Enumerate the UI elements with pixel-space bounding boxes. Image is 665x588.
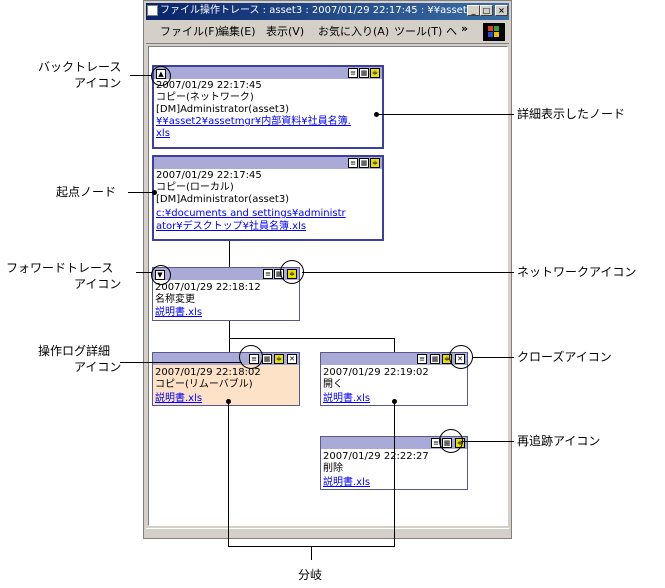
title-bar[interactable] bbox=[146, 3, 509, 20]
close-icon-label: クローズアイコン bbox=[517, 350, 612, 364]
menu-tools[interactable]: ツール(T) bbox=[394, 25, 443, 38]
network-icon[interactable]: ▦ bbox=[430, 354, 440, 364]
node-file-link[interactable]: 説明書.xls bbox=[155, 307, 203, 318]
origin-node-label: 起点ノード bbox=[56, 185, 117, 199]
document-icon[interactable]: ≡ bbox=[263, 269, 273, 279]
document-icon[interactable]: ≡ bbox=[348, 68, 358, 78]
node-file-link-cont[interactable]: ator¥デスクトップ¥社員名簿.xls bbox=[156, 221, 307, 232]
network-icon[interactable]: ▦ bbox=[359, 68, 369, 78]
origin-node[interactable]: ≡ ▦ ≑ 2007/01/29 22:17:45 コピー(ローカル) [DM]… bbox=[152, 155, 384, 241]
retrace-icon[interactable]: ≑ bbox=[274, 354, 284, 364]
node-time: 2007/01/29 22:18:12 bbox=[155, 282, 261, 293]
retrace-icon[interactable]: ≑ bbox=[370, 68, 380, 78]
close-highlight bbox=[449, 345, 473, 369]
windows-logo-icon bbox=[483, 23, 505, 41]
window-title: ファイル操作トレース : asset3 : 2007/01/29 22:17:4… bbox=[160, 5, 501, 16]
node-header: ≡ ▦ ≑ ✕ bbox=[321, 353, 467, 365]
backtrace-label-line1: バックトレース bbox=[38, 60, 122, 74]
branch-label: 分岐 bbox=[298, 568, 323, 582]
node-user: [DM]Administrator(asset3) bbox=[156, 194, 290, 205]
node-header: ≡ ▦ ≑ ✕ bbox=[153, 353, 299, 365]
backtrace-label-line2: アイコン bbox=[74, 76, 122, 90]
node-operation: コピー(ローカル) bbox=[156, 182, 234, 193]
node-time: 2007/01/29 22:18:02 bbox=[155, 367, 261, 378]
node-header: ≡ ▦ ≑ bbox=[154, 157, 382, 169]
menu-overflow-chevron[interactable]: » bbox=[461, 22, 469, 35]
document-icon[interactable]: ≡ bbox=[417, 354, 427, 364]
node-file-link[interactable]: 説明書.xls bbox=[323, 477, 371, 488]
node-operation: コピー(ネットワーク) bbox=[156, 92, 254, 103]
node-user: [DM]Administrator(asset3) bbox=[156, 104, 290, 115]
retrace-highlight bbox=[439, 429, 463, 453]
rename-node[interactable]: ▼ ≡ ▦ ≑ 2007/01/29 22:18:12 名称変更 説明書.xls bbox=[152, 267, 300, 321]
node-time: 2007/01/29 22:22:27 bbox=[323, 451, 429, 462]
menu-favorites[interactable]: お気に入り(A) bbox=[318, 25, 390, 38]
node-time: 2007/01/29 22:17:45 bbox=[156, 80, 262, 91]
forward-label-line1: フォワードトレース bbox=[6, 261, 114, 275]
node-operation: コピー(リムーバブル) bbox=[155, 379, 253, 390]
node-file-link[interactable]: 説明書.xls bbox=[155, 393, 203, 404]
network-icon[interactable]: ▦ bbox=[262, 354, 272, 364]
retrace-icon-label: 再追跡アイコン bbox=[517, 434, 601, 448]
oplog-label-line1: 操作ログ詳細 bbox=[38, 344, 111, 358]
node-time: 2007/01/29 22:19:02 bbox=[323, 367, 429, 378]
maximize-button[interactable]: □ bbox=[480, 5, 493, 16]
window-app-icon[interactable] bbox=[147, 5, 158, 16]
backtrace-highlight bbox=[151, 66, 171, 86]
node-time: 2007/01/29 22:17:45 bbox=[156, 170, 262, 181]
detail-node-label: 詳細表示したノード bbox=[517, 107, 626, 121]
menu-file[interactable]: ファイル(F) bbox=[160, 25, 219, 38]
retrace-icon[interactable]: ≑ bbox=[370, 158, 380, 168]
node-file-link[interactable]: c:¥documents and settings¥administr bbox=[156, 208, 346, 219]
node-file-link-cont[interactable]: xls bbox=[156, 128, 170, 139]
network-highlight bbox=[280, 260, 304, 284]
node-operation: 名称変更 bbox=[155, 294, 195, 305]
menu-view[interactable]: 表示(V) bbox=[266, 25, 305, 38]
oplog-highlight bbox=[239, 345, 263, 369]
open-node[interactable]: ≡ ▦ ≑ ✕ 2007/01/29 22:19:02 開く 説明書.xls bbox=[320, 352, 468, 406]
node-header: ▲ ≡ ▦ ≑ bbox=[154, 67, 382, 79]
forward-label-line2: アイコン bbox=[74, 277, 122, 291]
node-file-link[interactable]: 説明書.xls bbox=[323, 393, 371, 404]
node-file-link[interactable]: ¥¥asset2¥assetmgr¥内部資料¥社員名簿. bbox=[156, 116, 351, 127]
menu-help[interactable]: ヘ bbox=[446, 25, 457, 38]
document-icon[interactable]: ≡ bbox=[348, 158, 358, 168]
removable-copy-node[interactable]: ≡ ▦ ≑ ✕ 2007/01/29 22:18:02 コピー(リムーバブル) … bbox=[152, 352, 300, 406]
menu-edit[interactable]: 編集(E) bbox=[218, 25, 256, 38]
network-icon[interactable]: ▦ bbox=[359, 158, 369, 168]
forward-highlight bbox=[151, 265, 171, 285]
node-operation: 削除 bbox=[323, 463, 343, 474]
network-icon-label: ネットワークアイコン bbox=[517, 265, 637, 279]
minimize-button[interactable]: _ bbox=[467, 5, 480, 16]
oplog-label-line2: アイコン bbox=[74, 360, 122, 374]
close-window-button[interactable]: × bbox=[495, 5, 508, 16]
node-header: ▼ ≡ ▦ ≑ bbox=[153, 268, 299, 280]
node-operation: 開く bbox=[323, 379, 343, 390]
detail-node[interactable]: ▲ ≡ ▦ ≑ 2007/01/29 22:17:45 コピー(ネットワーク) … bbox=[152, 65, 384, 149]
close-icon[interactable]: ✕ bbox=[287, 354, 297, 364]
status-bar bbox=[146, 528, 509, 537]
menu-bar bbox=[146, 21, 509, 44]
